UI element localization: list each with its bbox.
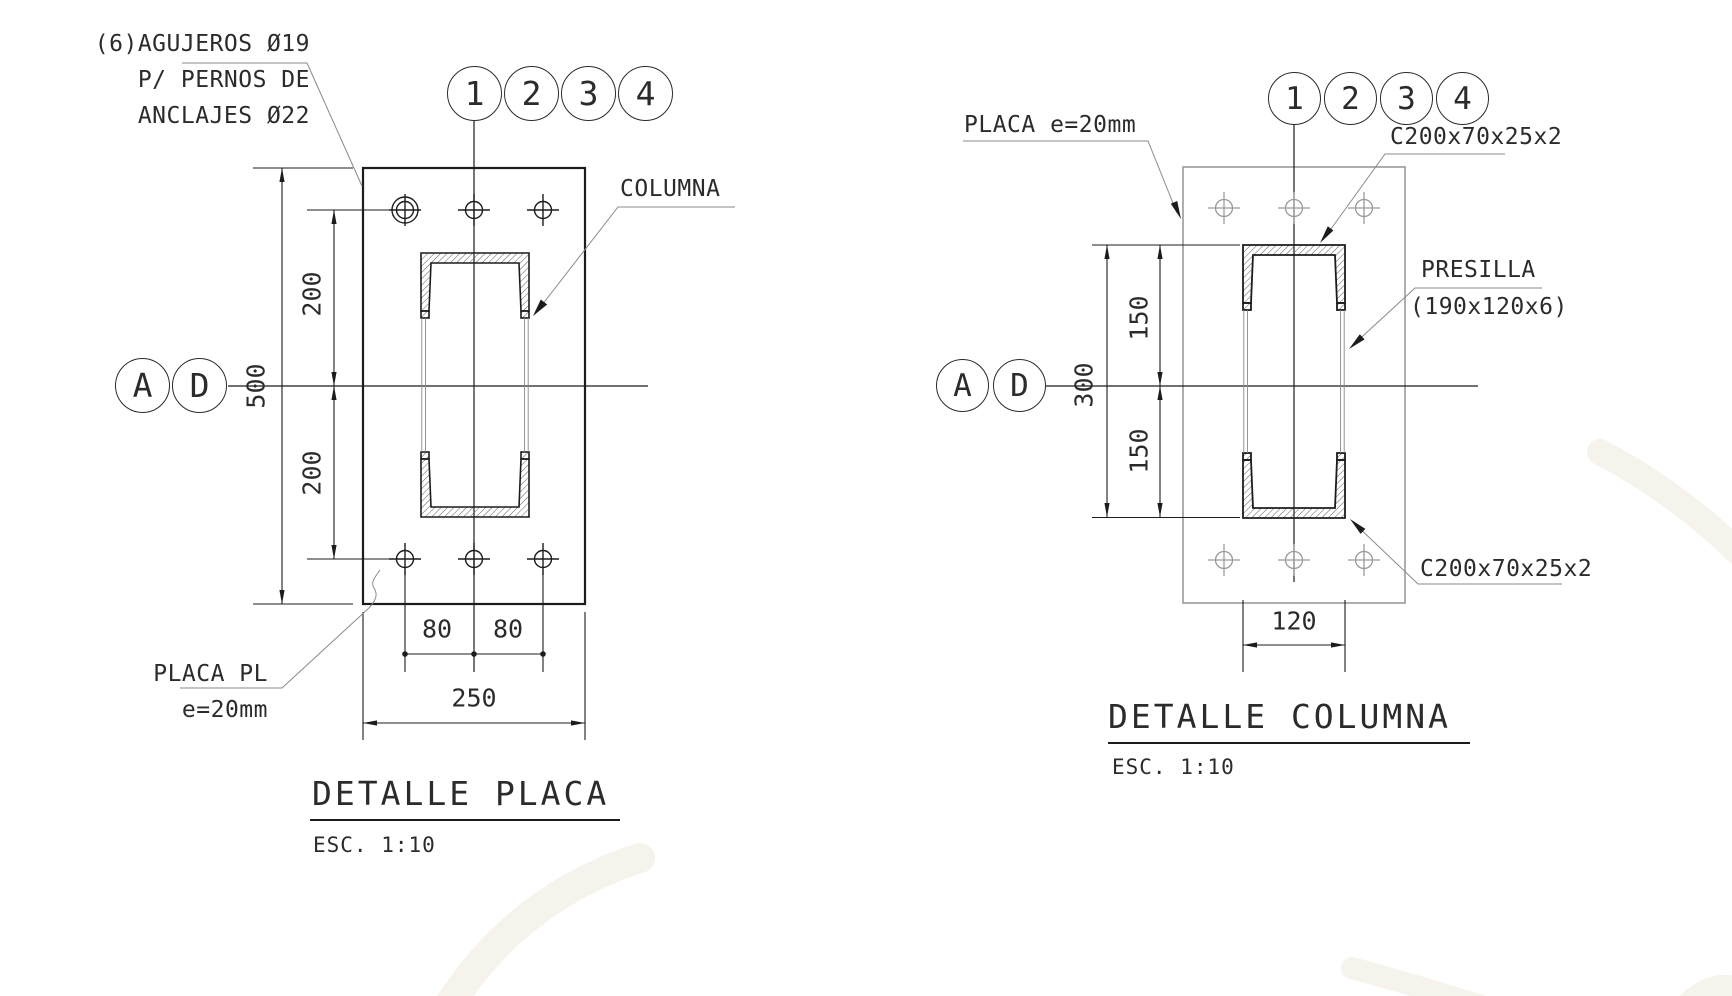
placa-pl-line2: e=20mm xyxy=(181,697,268,723)
dim-80-left: 80 xyxy=(421,614,453,644)
columna-label: COLUMNA xyxy=(620,176,721,202)
grid-bubble-3-label: 3 xyxy=(578,74,599,113)
axis-bubble-d-right: D xyxy=(993,359,1046,412)
presilla-label: PRESILLA xyxy=(1421,257,1536,283)
detail-columna-linework xyxy=(963,124,1562,744)
dim-200-top: 200 xyxy=(297,271,327,317)
grid-bubble-3-right-label: 3 xyxy=(1397,80,1416,117)
axis-bubble-a-label: A xyxy=(132,366,153,405)
dim-300: 300 xyxy=(1069,362,1099,408)
grid-bubble-3: 3 xyxy=(561,66,616,121)
dimensions-right-detail xyxy=(1092,244,1346,672)
holes-note-line2: P/ PERNOS DE xyxy=(137,67,310,93)
dim-120: 120 xyxy=(1271,606,1317,636)
axis-bubble-a-right: A xyxy=(936,359,989,412)
detail-placa-title: DETALLE PLACA xyxy=(312,774,610,813)
grid-bubble-1-right-label: 1 xyxy=(1285,80,1304,117)
anchor-bolt-symbols xyxy=(389,194,559,575)
holes-note-line3: ANCLAJES Ø22 xyxy=(137,103,310,129)
leaders-left-detail xyxy=(180,62,735,689)
columna-leader xyxy=(534,206,735,315)
column-section xyxy=(420,252,530,518)
holes-note-line1: (6)AGUJEROS Ø19 xyxy=(94,31,310,57)
placa-leader xyxy=(963,140,1178,214)
channel-top-leader xyxy=(1322,153,1505,241)
placa-pl-label: PLACA PL e=20mm xyxy=(138,656,268,728)
grid-bubble-2-right-label: 2 xyxy=(1341,80,1360,117)
dim-150-top: 150 xyxy=(1124,295,1154,341)
column-section-right xyxy=(1242,244,1346,519)
grid-bubble-4-label: 4 xyxy=(635,74,656,113)
grid-bubble-3-right: 3 xyxy=(1380,72,1433,125)
holes-note-leader xyxy=(182,62,363,187)
presilla-size-label: (190x120x6) xyxy=(1410,294,1568,320)
columna-leader-arrowhead xyxy=(533,299,548,316)
axis-bubble-d-label: D xyxy=(189,366,210,405)
dim-150-bottom: 150 xyxy=(1124,428,1154,474)
grid-bubble-2-right: 2 xyxy=(1324,72,1377,125)
grid-bubble-4: 4 xyxy=(618,66,673,121)
grid-bubble-2: 2 xyxy=(504,66,559,121)
placa-pl-leader xyxy=(180,569,381,689)
detail-placa-linework xyxy=(180,62,735,821)
presilla-leader xyxy=(1351,287,1542,347)
grid-bubble-1-label: 1 xyxy=(464,74,485,113)
leaders-right-detail xyxy=(963,140,1562,585)
grid-bubble-4-right: 4 xyxy=(1436,72,1489,125)
axis-bubble-a: A xyxy=(115,358,170,413)
grid-bubble-1: 1 xyxy=(447,66,502,121)
anchor-bolt-symbols-gray xyxy=(1208,192,1380,576)
grid-bubble-4-right-label: 4 xyxy=(1453,80,1472,117)
watermark-curves xyxy=(437,439,1732,996)
detail-columna-title: DETALLE COLUMNA xyxy=(1108,697,1452,736)
dim-80-right: 80 xyxy=(492,614,524,644)
detail-placa-scale: ESC. 1:10 xyxy=(313,833,436,857)
axis-bubble-d-right-label: D xyxy=(1010,367,1029,404)
dim-200-bottom: 200 xyxy=(297,450,327,496)
dim-500: 500 xyxy=(241,363,271,409)
holes-note: (6)AGUJEROS Ø19 P/ PERNOS DE ANCLAJES Ø2… xyxy=(88,26,310,134)
dimensions-left-detail xyxy=(253,167,586,740)
axis-bubble-a-right-label: A xyxy=(953,367,972,404)
axis-bubble-d: D xyxy=(172,358,227,413)
channel-top-label: C200x70x25x2 xyxy=(1390,124,1563,150)
grid-bubble-1-right: 1 xyxy=(1268,72,1321,125)
placa-e20-label: PLACA e=20mm xyxy=(964,112,1137,138)
placa-pl-line1: PLACA PL xyxy=(153,661,268,687)
dim-250: 250 xyxy=(451,683,497,713)
grid-bubble-2-label: 2 xyxy=(521,74,542,113)
leader-arrowheads-right xyxy=(1170,201,1366,534)
detail-columna-scale: ESC. 1:10 xyxy=(1112,755,1235,779)
channel-bottom-leader xyxy=(1352,521,1562,585)
channel-bottom-label: C200x70x25x2 xyxy=(1420,556,1593,582)
